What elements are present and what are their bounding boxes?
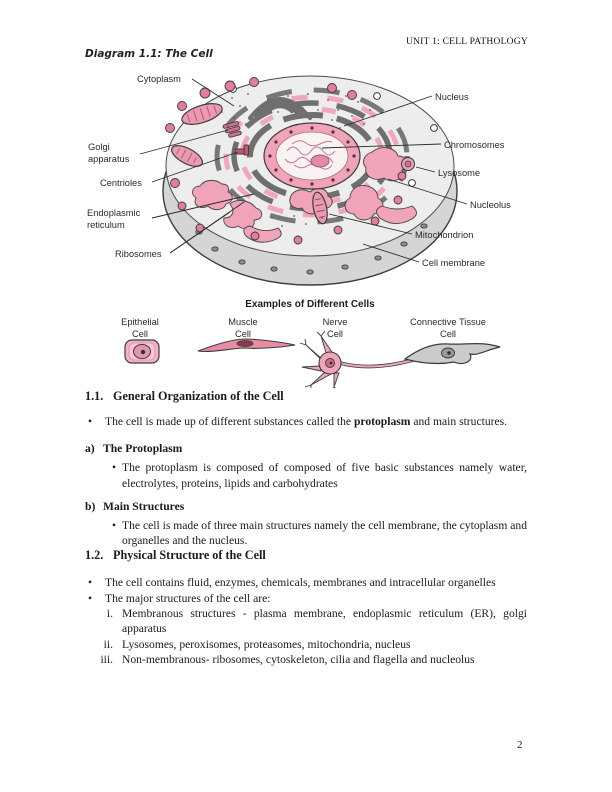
- nuclear-pores: [268, 126, 356, 186]
- label-golgi-1: Golgi: [88, 142, 110, 152]
- label-cytoplasm: Cytoplasm: [137, 74, 181, 84]
- bullet-text: The cell is made up of different substan…: [105, 415, 354, 428]
- bullet-marker: •: [88, 591, 93, 605]
- ribosome-dots: [213, 93, 371, 227]
- section-1-2-heading: 1.2. Physical Structure of the Cell: [85, 548, 527, 562]
- section-number: 1.2.: [85, 548, 104, 563]
- list-marker: a): [85, 442, 95, 456]
- diagram-title: Diagram 1.1: The Cell: [85, 48, 213, 60]
- roman-text: Lysosomes, peroxisomes, proteasomes, mit…: [122, 637, 411, 651]
- bullet-main-structures: • The cell is made of three main structu…: [85, 518, 527, 549]
- label-centrioles: Centrioles: [100, 178, 142, 188]
- epithelial-label-2: Cell: [132, 329, 148, 339]
- bullet-bold-word: protoplasm: [353, 415, 411, 428]
- page-number: 2: [517, 739, 523, 751]
- nucleus: [263, 122, 361, 190]
- label-er-2: reticulum: [87, 220, 125, 230]
- diagram-labels: Cytoplasm Golgi apparatus Centrioles End…: [87, 74, 511, 268]
- epithelial-label-1: Epithelial: [121, 317, 159, 327]
- label-nucleus: Nucleus: [435, 92, 469, 102]
- connective-label-1: Connective Tissue: [410, 317, 486, 327]
- muscle-label-1: Muscle: [228, 317, 257, 327]
- roman-item-i: i. Membranous structures - plasma membra…: [85, 606, 527, 637]
- label-nucleolus: Nucleolus: [470, 200, 511, 210]
- vesicles: [165, 77, 407, 245]
- subheading-b: b) Main Structures: [85, 500, 527, 514]
- section-title: Physical Structure of the Cell: [113, 548, 266, 563]
- nerve-label-2: Cell: [327, 329, 343, 339]
- bullet-protoplasm-intro: • The cell is made up of different subst…: [85, 414, 527, 429]
- membrane-pores: [195, 223, 428, 275]
- examples-section: Examples of Different Cells Epithelial C…: [121, 299, 501, 388]
- connective-label-2: Cell: [440, 329, 456, 339]
- roman-numeral: i.: [106, 607, 113, 621]
- label-mitochondrion: Mitochondrion: [415, 230, 473, 240]
- body-text: 1.1. General Organization of the Cell • T…: [85, 389, 527, 667]
- leader-lines: [139, 78, 468, 263]
- examples-heading: Examples of Different Cells: [245, 299, 375, 310]
- bullet-marker: •: [112, 518, 117, 532]
- label-lysosome: Lysosome: [438, 168, 480, 178]
- muscle-cell-shape: [197, 338, 296, 352]
- bullet-text: The cell contains fluid, enzymes, chemic…: [105, 576, 496, 590]
- golgi-apparatus: [248, 97, 312, 120]
- section-number: 1.1.: [85, 389, 104, 403]
- bullet-cell-contains: • The cell contains fluid, enzymes, chem…: [85, 575, 527, 590]
- label-chromosomes: Chromosomes: [444, 140, 505, 150]
- roman-numeral: ii.: [103, 637, 113, 651]
- label-golgi-2: apparatus: [88, 154, 130, 164]
- lysosome-shape: [401, 157, 415, 171]
- connective-cell-shape: [403, 343, 501, 365]
- list-marker: b): [85, 499, 96, 513]
- label-cell-membrane: Cell membrane: [422, 258, 485, 268]
- subheading-title: The Protoplasm: [103, 442, 183, 456]
- bullet-text: and main structures.: [410, 415, 508, 428]
- er-network: [192, 147, 417, 243]
- bullet-protoplasm-composition: • The protoplasm is composed of composed…: [85, 460, 527, 491]
- label-ribosomes: Ribosomes: [115, 249, 162, 259]
- golgi-vesicle-stack: [222, 121, 242, 138]
- label-er-1: Endoplasmic: [87, 208, 141, 218]
- subheading-title: Main Structures: [103, 499, 185, 513]
- section-title: General Organization of the Cell: [113, 389, 284, 403]
- bullet-major-structures: • The major structures of the cell are:: [85, 591, 527, 606]
- bullet-text: The protoplasm is composed of composed o…: [122, 461, 527, 490]
- nerve-label-1: Nerve: [323, 317, 348, 327]
- cell-diagram: Cytoplasm Golgi apparatus Centrioles End…: [87, 74, 511, 388]
- subheading-a: a) The Protoplasm: [85, 442, 527, 456]
- roman-item-ii: ii. Lysosomes, peroxisomes, proteasomes,…: [85, 637, 527, 652]
- roman-numeral: iii.: [100, 652, 113, 666]
- epithelial-cell-shape: [124, 339, 160, 364]
- section-1-1-heading: 1.1. General Organization of the Cell: [85, 389, 527, 403]
- page-header: UNIT 1: CELL PATHOLOGY: [405, 37, 528, 47]
- bullet-marker: •: [88, 415, 93, 428]
- roman-text: Membranous structures - plasma membrane,…: [122, 607, 527, 636]
- muscle-label-2: Cell: [235, 329, 251, 339]
- bullet-text: The major structures of the cell are:: [105, 591, 271, 605]
- bullet-marker: •: [112, 461, 117, 475]
- mitochondria: [170, 103, 328, 225]
- roman-text: Non-membranous- ribosomes, cytoskeleton,…: [122, 652, 475, 666]
- centrioles-shape: [234, 144, 249, 156]
- roman-item-iii: iii. Non-membranous- ribosomes, cytoskel…: [85, 652, 527, 667]
- bullet-marker: •: [88, 576, 93, 590]
- nucleolus-shape: [310, 154, 330, 168]
- bullet-text: The cell is made of three main structure…: [122, 518, 527, 548]
